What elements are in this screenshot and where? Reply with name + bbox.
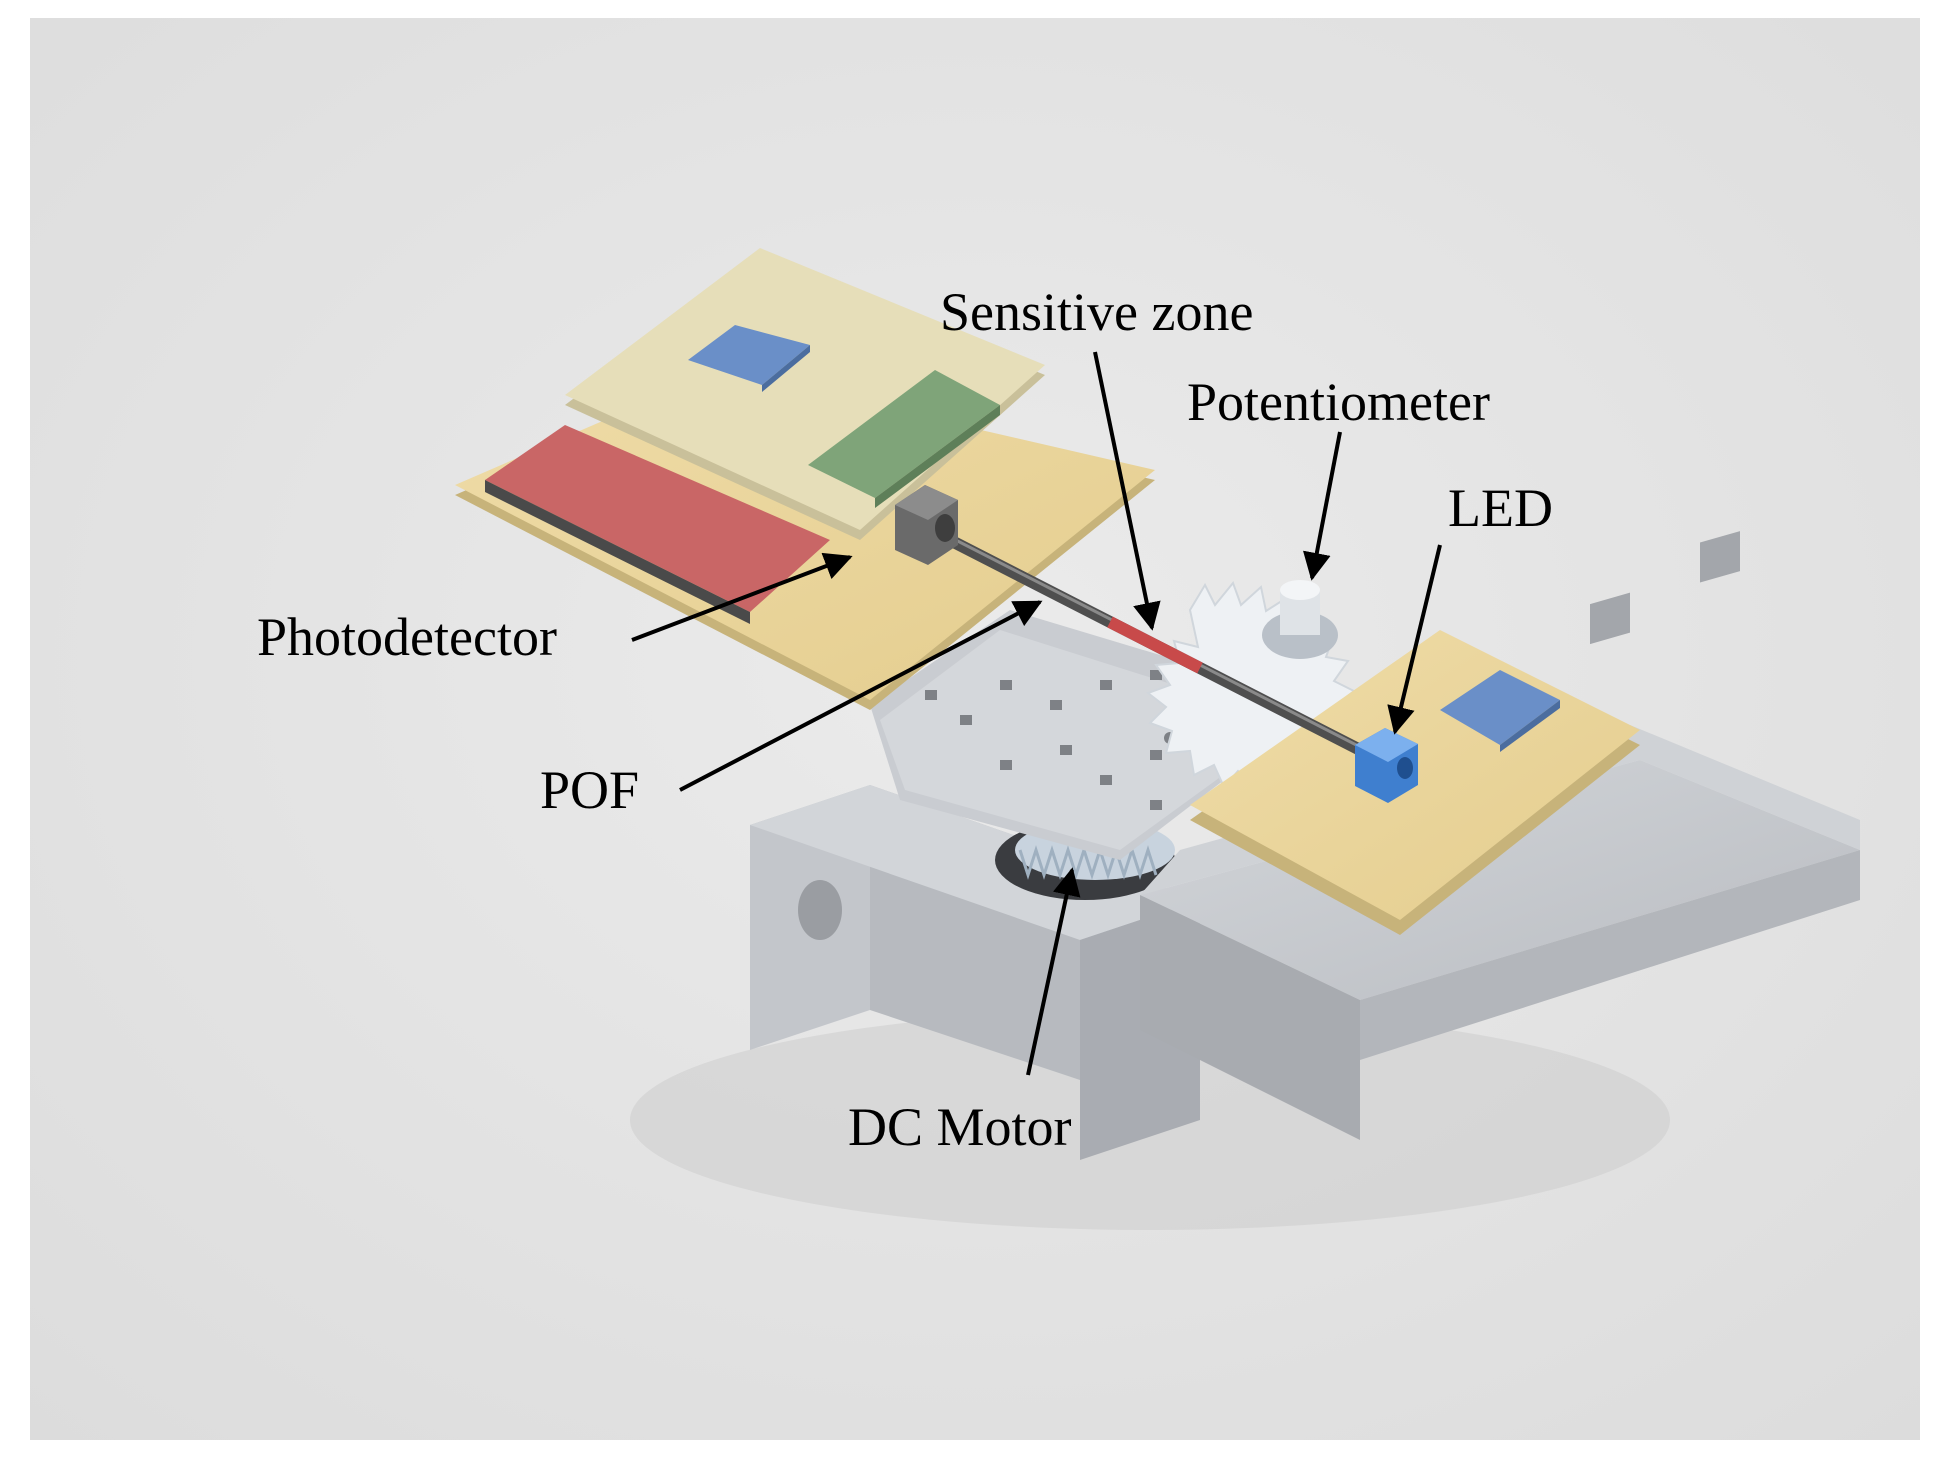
photodetector-board-blue-chip <box>688 325 810 385</box>
dc-motor-label: DC Motor <box>848 1097 1072 1157</box>
motor-bracket <box>750 785 1200 1160</box>
dc-motor-leader <box>1026 867 1081 1076</box>
sensitive-zone-segment <box>1107 616 1203 674</box>
rail-housing <box>1140 531 1860 1140</box>
photodetector-label: Photodetector <box>257 607 557 667</box>
led-label: LED <box>1448 478 1553 538</box>
rotating-plate <box>870 610 1250 860</box>
potentiometer-leader <box>1302 431 1342 581</box>
photodetector-leader <box>631 552 853 642</box>
sensitive-zone-leader <box>1093 351 1161 631</box>
pof-leader <box>679 600 1043 792</box>
photodetector-board-green-chip <box>808 370 1000 498</box>
led-board-chip <box>1440 670 1560 745</box>
mount-hole <box>798 880 842 940</box>
potentiometer-label: Potentiometer <box>1187 372 1490 432</box>
led-leader <box>1387 544 1442 735</box>
photodetector-chip <box>485 425 830 612</box>
photodetector-connector <box>895 485 958 565</box>
pof-fiber <box>934 529 1376 761</box>
pof-label: POF <box>540 760 639 820</box>
sensitive-zone-label: Sensitive zone <box>940 282 1253 342</box>
led-connector <box>1355 728 1418 803</box>
photodetector-board <box>455 248 1155 710</box>
